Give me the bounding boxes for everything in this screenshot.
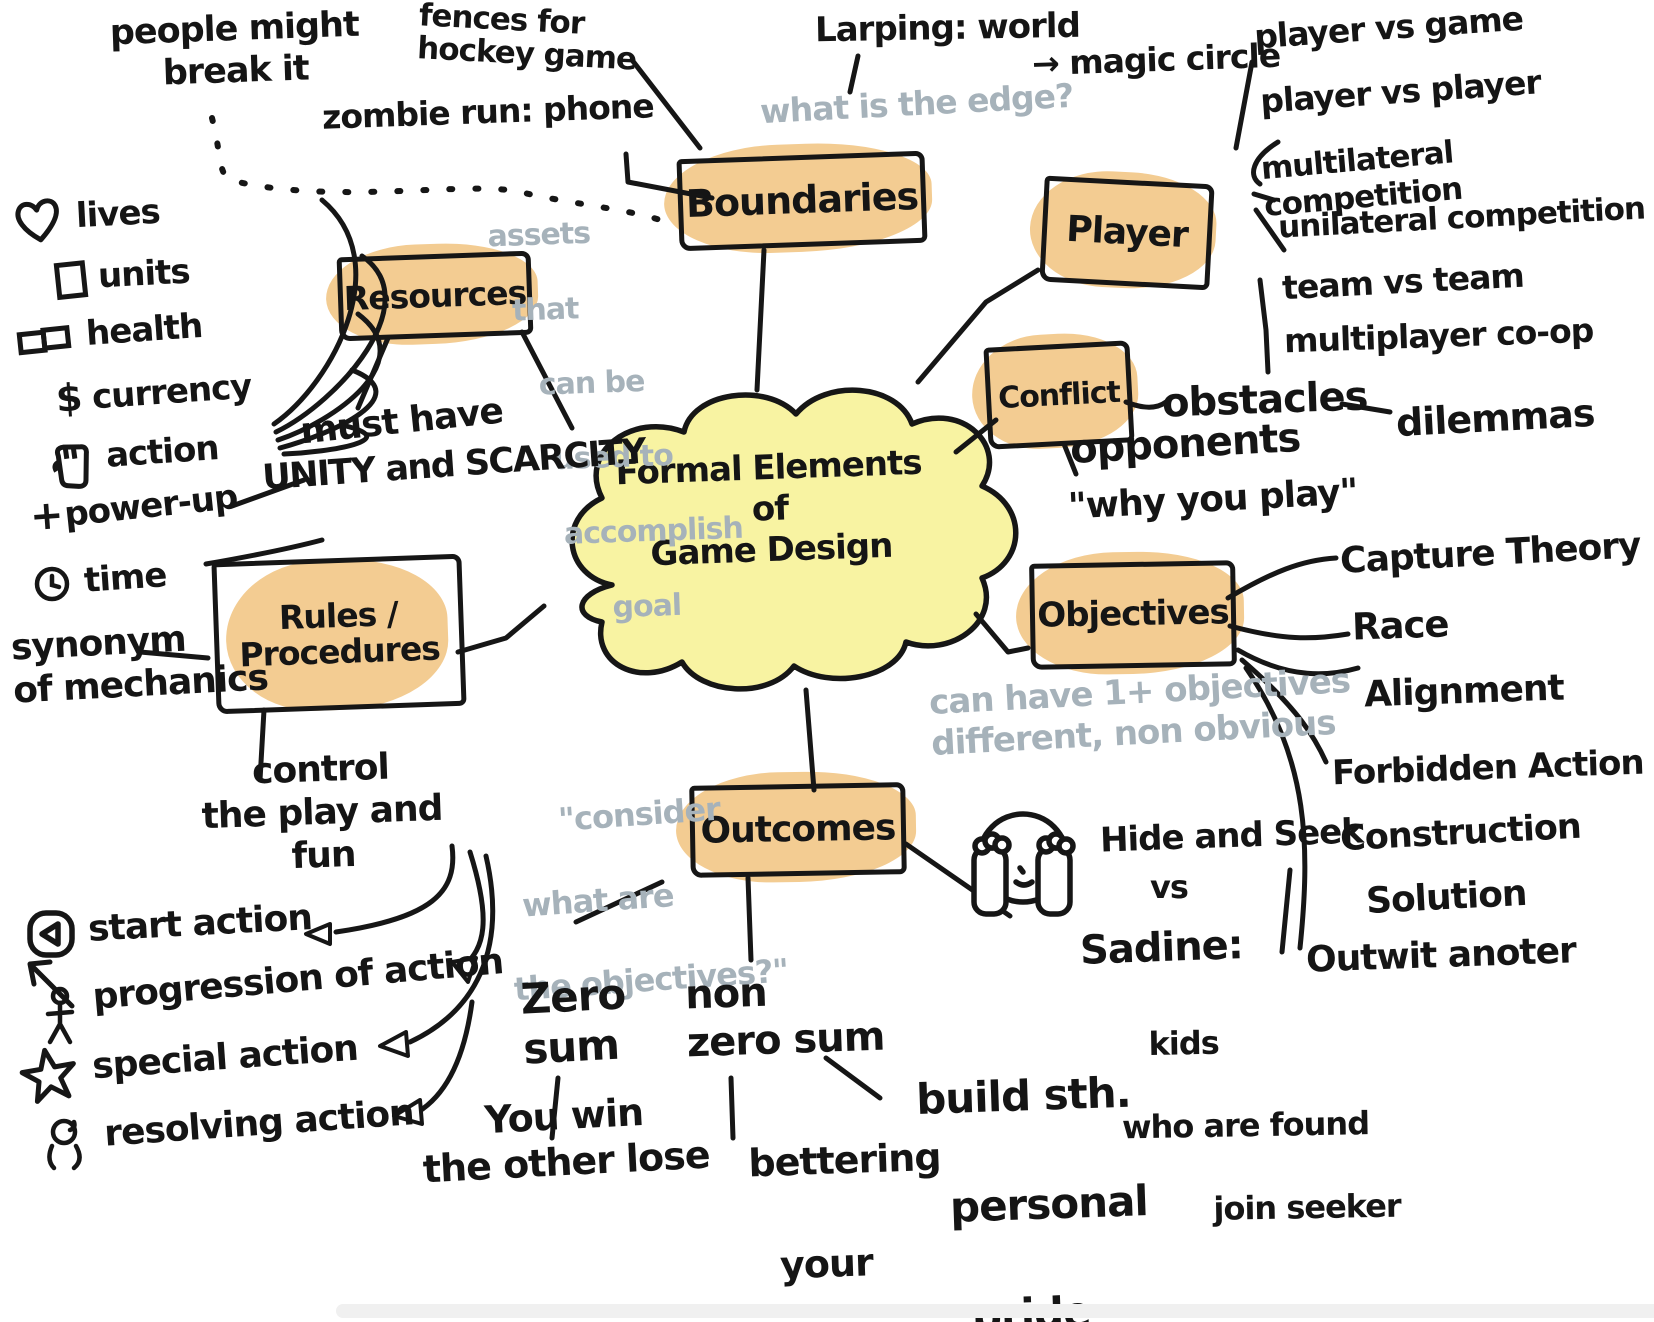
resource-label-units: units <box>96 251 191 297</box>
dotted-line-people-boundaries <box>209 115 679 229</box>
arrowhead-resolving <box>392 1098 424 1126</box>
health-bar-icon <box>16 322 76 362</box>
bottom-scrollbar-strip <box>336 1304 1654 1318</box>
line-multilateral <box>1251 191 1277 203</box>
line-solution <box>1279 867 1293 955</box>
line-boundaries-cloud <box>754 247 767 393</box>
arrow-control-resolving <box>415 999 475 1115</box>
outcome-zero-sum: Zero sum <box>519 969 627 1075</box>
arrowhead-start-action <box>304 922 332 946</box>
node-objectives: Objectives <box>1029 560 1237 670</box>
example-sadine: Sadine: <box>1079 922 1244 974</box>
center-cloud <box>569 387 1019 692</box>
line-team-coop <box>1257 277 1271 375</box>
dollar-icon: $ <box>54 375 83 421</box>
line-cloud-player <box>915 267 1041 385</box>
resource-label-lives: lives <box>74 191 161 237</box>
square-icon <box>52 258 92 306</box>
resource-label-time: time <box>82 555 168 601</box>
rules-label: Rules / Procedures <box>238 593 441 675</box>
heart-icon <box>12 196 64 248</box>
objective-race: Race <box>1351 602 1450 649</box>
arrowhead-progression <box>450 956 478 984</box>
person-icon <box>40 1116 88 1180</box>
arrow-control-special <box>407 853 496 1045</box>
line-unilateral <box>1253 207 1287 253</box>
outcome-build: build sth. personal pride <box>915 1067 1149 1322</box>
outcome-you-win: You win the other lose <box>421 1089 711 1192</box>
line-player-vs-player <box>1251 139 1281 187</box>
note-assets: assets that can be used to accomplish go… <box>486 215 744 625</box>
outcome-non-zero-sum: non zero sum <box>684 969 886 1067</box>
arrow-control-start <box>333 843 456 935</box>
arrowhead-special <box>378 1030 410 1058</box>
line-resources-cloud <box>519 329 575 431</box>
curve-health <box>275 311 383 443</box>
resource-label-health: health <box>84 305 204 355</box>
conflict-label: Conflict <box>997 374 1121 416</box>
fist-icon <box>48 438 98 500</box>
line-obstacles-dilemmas <box>1339 401 1393 415</box>
objective-alignment: Alignment <box>1363 667 1565 716</box>
curve-time <box>203 537 325 567</box>
line-cloud-objectives <box>973 611 1031 655</box>
objective-solution: Solution <box>1365 872 1528 923</box>
line-conflict-opponents <box>1061 441 1079 477</box>
line-alignment <box>1235 647 1361 677</box>
curve-currency <box>277 367 379 451</box>
node-player: Player <box>1039 175 1215 291</box>
line-outcomes-zerosum <box>573 879 665 925</box>
objectives-label: Objectives <box>1036 592 1230 636</box>
line-nonzero-bettering <box>728 1075 736 1141</box>
line-cloud-outcomes <box>803 687 817 793</box>
note-people-break: people might break it <box>109 4 360 94</box>
example-sadine-desc: kids who are found join seeker <box>1121 1023 1401 1228</box>
star-icon <box>18 1044 80 1110</box>
player-label: Player <box>1065 209 1189 257</box>
line-capture-theory <box>1225 555 1339 601</box>
note-fences: fences for hockey game <box>416 0 637 78</box>
line-larping <box>847 53 861 95</box>
line-conflict-obstacles <box>1123 399 1169 410</box>
line-player-vs-game <box>1233 59 1255 151</box>
plus-icon: + <box>28 491 65 541</box>
line-outwit <box>1243 665 1308 951</box>
stick-figure-icon <box>40 986 80 1052</box>
curve-action <box>281 423 370 457</box>
curve-lives <box>271 197 359 427</box>
line-rules-control <box>257 707 267 783</box>
line-race <box>1227 623 1351 641</box>
line-fences-boundaries <box>629 57 703 151</box>
line-zerosum-youwin <box>549 1075 561 1141</box>
note-synonym: synonym of mechanics <box>9 618 269 712</box>
clock-icon <box>30 562 74 610</box>
line-synonym-rules <box>137 649 211 661</box>
resource-label-action: action <box>104 428 220 476</box>
line-nonzero-build <box>823 1055 883 1101</box>
peekaboo-face-icon <box>958 792 1088 946</box>
line-forbidden <box>1239 657 1329 765</box>
play-icon <box>24 906 80 966</box>
line-outcomes-nonzero <box>745 875 754 963</box>
line-cloud-conflict <box>953 417 999 455</box>
note-control-play: control the play and fun <box>200 746 444 878</box>
curve-powerup <box>229 477 307 509</box>
curve-units <box>273 253 388 435</box>
line-rules-cloud <box>455 603 547 655</box>
example-vs: vs <box>1150 868 1189 906</box>
line-boundaries-bracket <box>623 151 715 201</box>
